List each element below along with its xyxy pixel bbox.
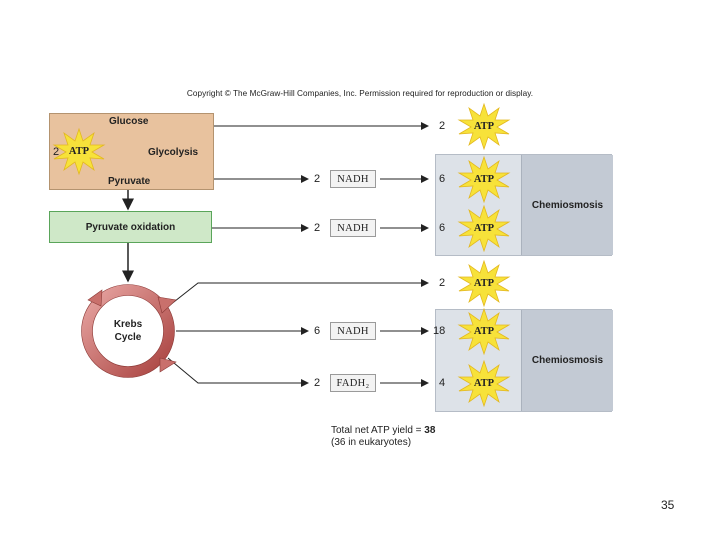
atp-burst-glycolysis: ATP: [456, 101, 512, 151]
atp-burst-icon: [457, 359, 511, 408]
atp-label: ATP: [473, 277, 495, 289]
glycolysis-label: Glycolysis: [148, 147, 199, 158]
fadh2-count-krebs: 2: [314, 377, 321, 389]
chemiosmosis-label-upper: Chemiosmosis: [521, 155, 613, 255]
atp-burst-icon: [457, 204, 511, 253]
nadh-box-krebs: NADH: [330, 322, 376, 340]
atp-invested-count: 2: [53, 146, 60, 158]
atp-label: ATP: [473, 325, 495, 337]
total-atp-yield: Total net ATP yield = 38 (36 in eukaryot…: [331, 425, 435, 449]
page-number: 35: [661, 498, 675, 512]
total-line1: Total net ATP yield = 38: [331, 425, 435, 437]
total-eukaryotes-note: (36 in eukaryotes): [331, 437, 412, 448]
krebs-label-line2: Cycle: [114, 332, 142, 343]
atp-count-krebs: 2: [439, 277, 446, 289]
nadh-box-glycolysis: NADH: [330, 170, 376, 188]
atp-burst-icon: [457, 259, 511, 308]
atp-burst-glycolysis-nadh: ATP: [456, 154, 512, 204]
total-label: Total net ATP yield =: [331, 425, 425, 436]
atp-burst-pyruvate-nadh: ATP: [456, 203, 512, 253]
nadh-count-pyruvate: 2: [314, 222, 321, 234]
atp-label: ATP: [473, 377, 495, 389]
pyruvate-oxidation-box: Pyruvate oxidation: [49, 211, 212, 243]
chemiosmosis-panel-upper: Chemiosmosis: [435, 154, 613, 256]
nadh-count-glycolysis: 2: [314, 173, 321, 185]
atp-burst-icon: [457, 307, 511, 356]
copyright-notice: Copyright © The McGraw-Hill Companies, I…: [186, 89, 534, 98]
atp-burst-krebs-fadh2: ATP: [456, 358, 512, 408]
atp-count-pyruvate-nadh: 6: [439, 222, 446, 234]
atp-burst-icon: [457, 102, 511, 151]
atp-count-glycolysis-nadh: 6: [439, 173, 446, 185]
nadh-box-pyruvate: NADH: [330, 219, 376, 237]
atp-invested-burst: ATP: [51, 126, 107, 176]
atp-count-krebs-nadh: 18: [433, 325, 446, 337]
atp-invested-label: ATP: [68, 145, 90, 157]
krebs-cycle-ring: [81, 284, 177, 378]
fadh2-box-krebs: FADH₂: [330, 374, 376, 392]
atp-count-krebs-fadh2: 4: [439, 377, 446, 389]
atp-label: ATP: [473, 173, 495, 185]
atp-count-glycolysis: 2: [439, 120, 446, 132]
atp-burst-krebs-nadh: ATP: [456, 306, 512, 356]
krebs-cycle-label: Krebs Cycle: [104, 318, 152, 344]
total-value: 38: [424, 425, 436, 436]
arrow-krebs-atp: [169, 279, 429, 306]
atp-label: ATP: [473, 222, 495, 234]
atp-burst-icon: [457, 155, 511, 204]
atp-burst-icon: [52, 127, 106, 176]
chemiosmosis-label-lower: Chemiosmosis: [521, 310, 613, 411]
atp-label: ATP: [473, 120, 495, 132]
nadh-count-krebs: 6: [314, 325, 321, 337]
glucose-label: Glucose: [109, 116, 149, 127]
atp-burst-krebs: ATP: [456, 258, 512, 308]
krebs-label-line1: Krebs: [113, 319, 143, 330]
arrow-krebs-fadh2: [167, 357, 309, 387]
pyruvate-label: Pyruvate: [108, 176, 151, 187]
